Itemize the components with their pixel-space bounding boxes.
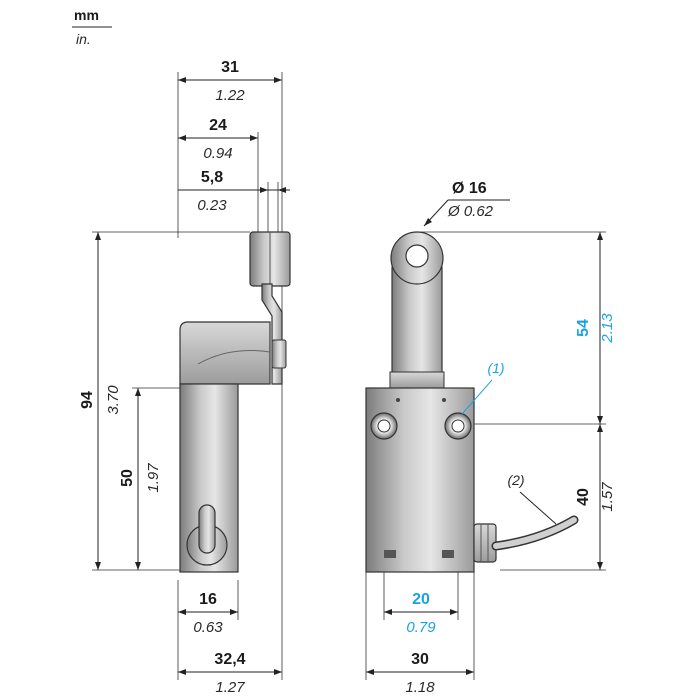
column-base (389, 371, 445, 389)
arrow-icon (95, 562, 101, 570)
dim-head-height-mm: 54 (575, 319, 592, 337)
arrow-icon (366, 669, 374, 675)
unit-in: in. (76, 31, 91, 47)
dim-head-height-in: 2.13 (599, 313, 616, 344)
arrow-icon (95, 232, 101, 240)
arrow-icon (178, 77, 186, 83)
arrow-icon (178, 669, 186, 675)
slot-left (384, 550, 396, 558)
leader-cable (519, 491, 557, 525)
dim-body-width-in: 0.63 (193, 619, 223, 636)
dim-roller-diameter-in: Ø 0.62 (447, 203, 494, 220)
dim-roller-diameter-mm: Ø 16 (452, 180, 487, 197)
screw-dot (396, 398, 400, 402)
arrow-icon (178, 609, 186, 615)
head-contour (197, 350, 271, 365)
dim-height-total-in: 3.70 (105, 385, 122, 415)
arrow-icon (450, 609, 458, 615)
dim-front-body-height-in: 1.57 (599, 482, 616, 512)
dim-lever-offset-mm: 24 (209, 117, 227, 134)
arrow-icon (230, 609, 238, 615)
slot-right (442, 550, 454, 558)
front-device (365, 231, 579, 573)
side-view: 31 1.22 24 0.94 5,8 0.23 (79, 59, 291, 696)
dim-height-total-mm: 94 (79, 391, 96, 409)
arrow-icon (597, 562, 603, 570)
unit-mm: mm (74, 7, 99, 23)
dim-depth-overall-in: 1.27 (215, 679, 245, 696)
arrow-icon (274, 669, 282, 675)
leader-mounting-holes (461, 379, 493, 415)
front-view: Ø 16 Ø 0.62 (1) (2) 54 2.13 40 1.57 20 0… (365, 180, 616, 696)
dim-front-body-width-mm: 30 (411, 651, 429, 668)
dim-body-height-mm: 50 (119, 469, 136, 487)
cable-inner (493, 517, 577, 549)
arrow-icon (597, 232, 603, 240)
arrow-icon (135, 562, 141, 570)
screw-dot (442, 398, 446, 402)
arrow-icon (178, 135, 186, 141)
arrow-icon (135, 388, 141, 396)
dim-width-overall-mm: 31 (221, 59, 239, 76)
dim-hole-spacing-in: 0.79 (406, 619, 436, 636)
arrow-icon (250, 135, 258, 141)
arrow-icon (274, 77, 282, 83)
dim-front-body-width-in: 1.18 (405, 679, 435, 696)
dim-body-height-in: 1.97 (145, 463, 162, 493)
side-device (179, 231, 291, 573)
cable-stub (198, 504, 216, 554)
arrow-icon (260, 187, 268, 193)
mounting-hole-left-inner (377, 419, 391, 433)
note-cable: (2) (507, 472, 524, 488)
roller-axle-hole (405, 244, 429, 268)
arrow-icon (278, 187, 286, 193)
dim-lever-offset-in: 0.94 (203, 145, 232, 162)
pivot-nut (271, 339, 287, 369)
dim-hole-spacing-mm: 20 (412, 591, 430, 608)
arrow-icon (384, 609, 392, 615)
arrow-icon (597, 416, 603, 424)
mounting-hole-right-inner (451, 419, 465, 433)
arrow-icon (597, 424, 603, 432)
arrow-icon (466, 669, 474, 675)
note-mounting-holes: (1) (487, 360, 504, 376)
arrow-icon (424, 218, 432, 226)
dim-roller-width-mm: 5,8 (201, 169, 223, 186)
units-legend: mm in. (72, 7, 112, 47)
dim-width-overall-in: 1.22 (215, 87, 245, 104)
dim-roller-width-in: 0.23 (197, 197, 227, 214)
dim-body-width-mm: 16 (199, 591, 217, 608)
dim-front-body-height-mm: 40 (575, 488, 592, 506)
dim-depth-overall-mm: 32,4 (214, 651, 245, 668)
